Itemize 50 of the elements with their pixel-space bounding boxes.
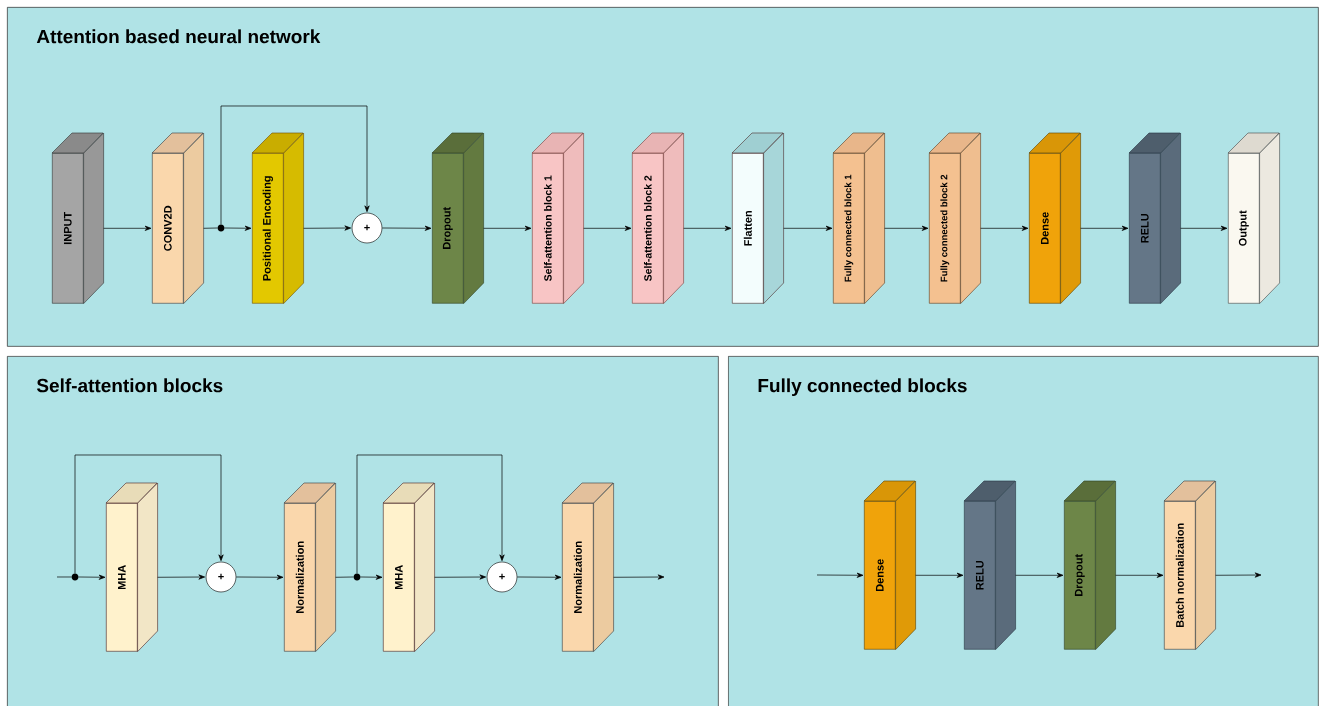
connector-line <box>56 576 72 578</box>
arrow <box>235 574 284 580</box>
arrow <box>74 454 224 574</box>
arrow <box>683 225 732 231</box>
layer-block: Self-attention block 2 <box>631 132 684 304</box>
arrow <box>78 574 106 580</box>
arrow <box>783 225 833 231</box>
layer-block: Dropout <box>431 132 484 304</box>
connector-line <box>203 227 218 229</box>
arrow <box>884 225 929 231</box>
layer-block: Positional Encoding <box>251 132 304 304</box>
layer-block: Dropout <box>1063 480 1116 650</box>
arrow <box>1115 572 1164 578</box>
arrow <box>1215 572 1262 578</box>
arrow <box>915 572 964 578</box>
arrow <box>381 225 432 231</box>
arrow <box>224 225 252 231</box>
layer-block: Normalization <box>283 482 336 652</box>
layer-block: Flatten <box>731 132 784 304</box>
layer-block: RELU <box>1128 132 1181 304</box>
layer-block: Normalization <box>561 482 614 652</box>
connector-line <box>335 576 354 578</box>
arrow <box>613 574 665 580</box>
layer-block: Fully connected block 2 <box>928 132 981 304</box>
layer-block: CONV2D <box>151 132 204 304</box>
arrow <box>303 225 352 231</box>
arrow <box>1180 225 1228 231</box>
arrow <box>516 574 562 580</box>
layer-block: INPUT <box>51 132 104 304</box>
arrow <box>483 225 532 231</box>
layer-block: Dense <box>863 480 916 650</box>
arrow <box>220 105 370 225</box>
layer-block: RELU <box>963 480 1016 650</box>
arrow <box>356 454 505 574</box>
arrow <box>980 225 1029 231</box>
layer-block: Output <box>1227 132 1280 304</box>
layer-block: Dense <box>1028 132 1081 304</box>
arrow <box>583 225 632 231</box>
arrow <box>157 574 206 580</box>
arrow <box>103 225 152 231</box>
arrow <box>1080 225 1129 231</box>
arrow <box>434 574 487 580</box>
layer-block: MHA <box>382 482 435 652</box>
layer-block: Fully connected block 1 <box>832 132 885 304</box>
arrow <box>816 572 864 578</box>
arrow <box>360 574 383 580</box>
layer-block: MHA <box>105 482 158 652</box>
layer-block: Batch normalization <box>1163 480 1216 650</box>
layer-block: Self-attention block 1 <box>531 132 584 304</box>
arrow <box>1015 572 1064 578</box>
